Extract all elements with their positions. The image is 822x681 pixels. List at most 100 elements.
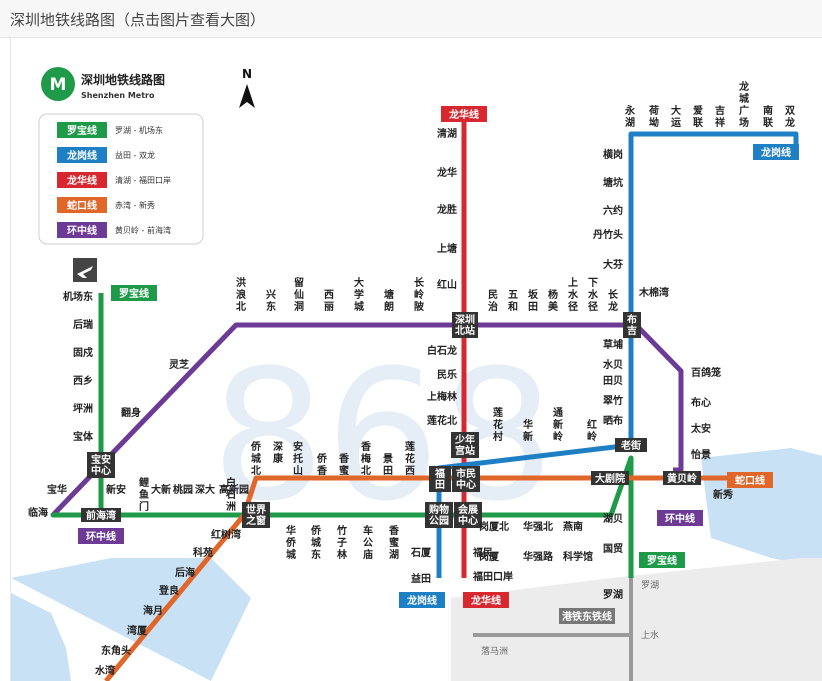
svg-text:长: 长 <box>414 276 425 289</box>
svg-text:龙胜: 龙胜 <box>436 203 457 216</box>
svg-text:岭: 岭 <box>553 430 563 443</box>
svg-text:湖: 湖 <box>389 548 399 561</box>
logo-cn: 深圳地铁线路图 <box>81 72 165 87</box>
svg-text:太安: 太安 <box>690 422 711 435</box>
svg-text:北: 北 <box>236 300 246 313</box>
svg-text:长: 长 <box>608 288 619 301</box>
svg-text:湖: 湖 <box>625 116 635 129</box>
svg-text:水: 水 <box>587 288 599 301</box>
tag-huanzhong-right: 环中线 <box>657 510 703 526</box>
svg-text:田: 田 <box>528 301 538 313</box>
svg-text:白: 白 <box>226 476 236 489</box>
svg-text:水湾: 水湾 <box>94 664 115 677</box>
svg-text:田: 田 <box>383 465 393 477</box>
svg-text:美: 美 <box>548 300 559 313</box>
svg-text:前海湾: 前海湾 <box>86 509 116 522</box>
transfer-dajuyuan[interactable]: 大剧院 <box>591 471 629 485</box>
transfer-qianhaiwan[interactable]: 前海湾 <box>81 508 121 522</box>
svg-text:洲: 洲 <box>226 501 236 513</box>
svg-text:径: 径 <box>568 300 578 313</box>
svg-text:岗厦北: 岗厦北 <box>479 520 509 533</box>
svg-text:城: 城 <box>739 92 749 105</box>
tag-longhua-top: 龙华线 <box>441 106 487 122</box>
tag-longgang-right: 龙岗线 <box>753 144 799 160</box>
metro-logo: M 深圳地铁线路图 Shenzhen Metro <box>41 67 165 101</box>
svg-text:华: 华 <box>286 524 296 537</box>
svg-text:龙岗线: 龙岗线 <box>760 146 791 159</box>
metro-map-svg: 868 M 深圳地铁线路图 Shenzhen Metro N 罗宝线罗湖 - 机… <box>11 67 822 681</box>
legend-item-luobao: 罗宝线罗湖 - 机场东 <box>57 122 163 138</box>
svg-text:吉: 吉 <box>715 104 725 117</box>
shekou-station-labels: 红树湾 科苑 后海 登良 海月 湾厦 东角头 水湾 <box>94 528 241 677</box>
svg-text:大: 大 <box>354 276 364 289</box>
svg-text:翠竹: 翠竹 <box>603 394 623 407</box>
svg-text:龙华: 龙华 <box>436 166 457 179</box>
svg-text:燕南: 燕南 <box>563 520 583 533</box>
svg-text:城: 城 <box>311 536 321 549</box>
svg-text:宝安: 宝安 <box>91 453 111 466</box>
svg-text:黄贝岭 - 前海湾: 黄贝岭 - 前海湾 <box>115 225 171 235</box>
svg-text:华强北: 华强北 <box>523 520 553 533</box>
svg-text:益田: 益田 <box>411 572 431 585</box>
svg-text:罗宝线: 罗宝线 <box>647 554 677 567</box>
svg-text:浪: 浪 <box>236 288 246 301</box>
svg-text:新: 新 <box>523 430 533 443</box>
svg-text:购物: 购物 <box>429 503 449 516</box>
svg-text:科苑: 科苑 <box>193 546 213 559</box>
svg-text:永: 永 <box>624 104 636 117</box>
svg-text:上梅林: 上梅林 <box>427 390 458 403</box>
longgang-station-labels: 横岗 塘坑 六约 丹竹头 大芬 木棉湾 草埔 水贝 田贝 翠竹 晒布 石厦 益田 <box>410 148 669 585</box>
svg-text:洪: 洪 <box>236 276 246 289</box>
svg-text:西乡: 西乡 <box>73 374 93 387</box>
longhua-station-labels: 清湖 龙华 龙胜 上塘 红山 白石龙 民乐 上梅林 莲花北 福民 福田口岸 <box>427 127 513 583</box>
svg-text:华: 华 <box>523 418 533 431</box>
svg-text:侨: 侨 <box>250 440 262 453</box>
svg-text:丽: 丽 <box>324 301 334 313</box>
svg-text:岭: 岭 <box>414 288 424 301</box>
svg-text:侨: 侨 <box>316 452 328 465</box>
svg-text:双: 双 <box>785 105 795 117</box>
svg-text:海月: 海月 <box>143 604 163 617</box>
svg-text:坳: 坳 <box>649 116 659 129</box>
svg-text:宝体: 宝体 <box>73 430 94 443</box>
svg-text:和: 和 <box>507 300 518 313</box>
svg-text:侨: 侨 <box>285 536 297 549</box>
legend: 罗宝线罗湖 - 机场东 龙岗线益田 - 双龙 龙华线清湖 - 福田口岸 蛇口线赤… <box>38 113 204 245</box>
svg-text:塘坑: 塘坑 <box>603 176 623 189</box>
huanzhong-station-labels: 灵芝 翻身 百鸽笼 布心 太安 怡景 <box>121 358 721 461</box>
svg-text:城: 城 <box>354 300 364 313</box>
svg-text:塘: 塘 <box>384 288 394 301</box>
svg-text:丹竹头: 丹竹头 <box>593 228 623 241</box>
svg-text:科学馆: 科学馆 <box>563 550 593 563</box>
transfer-laojie[interactable]: 老街 <box>615 438 647 452</box>
transfer-futian[interactable]: 福田 <box>429 466 451 492</box>
transfer-buji[interactable]: 布吉 <box>623 312 641 338</box>
page-header: 深圳地铁线路图（点击图片查看大图） <box>0 0 822 38</box>
legend-item-shekou: 蛇口线赤湾 - 新秀 <box>57 197 155 213</box>
svg-text:横岗: 横岗 <box>603 148 623 161</box>
svg-text:石厦: 石厦 <box>410 547 432 559</box>
svg-text:莲: 莲 <box>493 406 503 419</box>
svg-text:子: 子 <box>337 537 347 549</box>
svg-text:兴: 兴 <box>266 288 276 301</box>
svg-text:鲤: 鲤 <box>138 476 149 489</box>
svg-text:中心: 中心 <box>458 514 478 527</box>
svg-text:环中线: 环中线 <box>86 530 116 543</box>
svg-text:后瑞: 后瑞 <box>73 318 93 331</box>
transfer-huangbeiling[interactable]: 黄贝岭 <box>663 471 701 485</box>
svg-text:留: 留 <box>294 276 304 289</box>
svg-text:水贝: 水贝 <box>602 358 623 371</box>
metro-map[interactable]: 868 M 深圳地铁线路图 Shenzhen Metro N 罗宝线罗湖 - 机… <box>10 38 822 681</box>
svg-text:龙华线: 龙华线 <box>470 594 501 607</box>
water-area-east <box>701 448 822 568</box>
svg-text:民: 民 <box>488 289 498 301</box>
svg-text:城: 城 <box>251 452 261 465</box>
svg-text:清湖 - 福田口岸: 清湖 - 福田口岸 <box>115 175 171 185</box>
